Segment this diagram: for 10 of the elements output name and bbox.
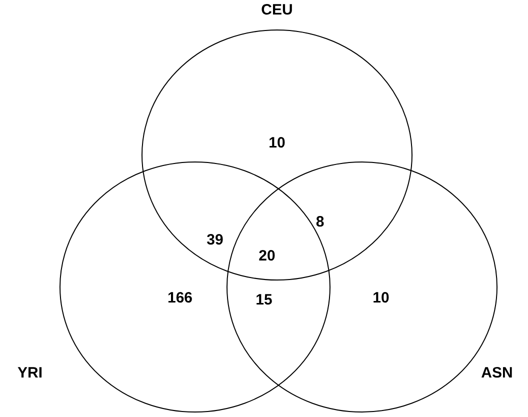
region-count: 20 [258,248,276,264]
region-count: 8 [316,214,324,230]
region-count: 10 [268,136,286,150]
region-count: 39 [206,232,224,248]
region-count: 15 [256,292,272,308]
region-count: 166 [167,290,193,306]
region-count: 10 [372,290,390,306]
set-label: ASN [481,366,513,380]
set-label: YRI [18,366,42,380]
set-label: CEU [261,2,293,18]
